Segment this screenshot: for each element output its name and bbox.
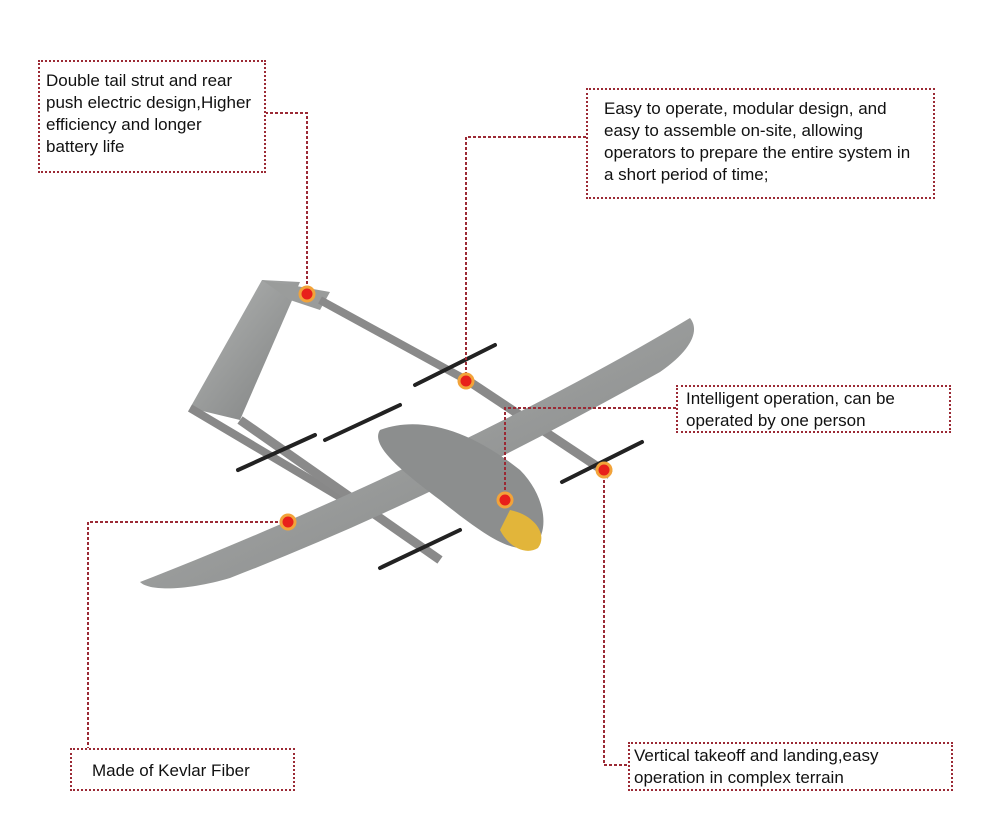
tail-fin-top — [262, 280, 330, 310]
fuselage — [378, 424, 544, 548]
callout-intelligent-text: Intelligent operation, can be operated b… — [686, 389, 895, 430]
callout-vtol-text: Vertical takeoff and landing,easy operat… — [634, 746, 879, 787]
callout-modular-text: Easy to operate, modular design, and eas… — [604, 99, 911, 184]
leader-lines — [87, 112, 676, 766]
callout-tail: Double tail strut and rear push electric… — [38, 60, 266, 173]
tail-boom-left — [237, 416, 443, 564]
callout-vtol: Vertical takeoff and landing,easy operat… — [628, 742, 953, 791]
callout-intelligent: Intelligent operation, can be operated b… — [676, 385, 951, 433]
nose-cone — [500, 510, 542, 551]
tail-fin-left — [190, 280, 300, 420]
callout-kevlar-text: Made of Kevlar Fiber — [92, 761, 250, 780]
callout-tail-text: Double tail strut and rear push electric… — [46, 71, 252, 156]
tail-boom-rear — [187, 404, 348, 504]
callout-modular: Easy to operate, modular design, and eas… — [586, 88, 935, 199]
callout-kevlar: Made of Kevlar Fiber — [70, 748, 295, 791]
feature-markers — [279, 285, 613, 531]
main-wing — [140, 318, 695, 589]
